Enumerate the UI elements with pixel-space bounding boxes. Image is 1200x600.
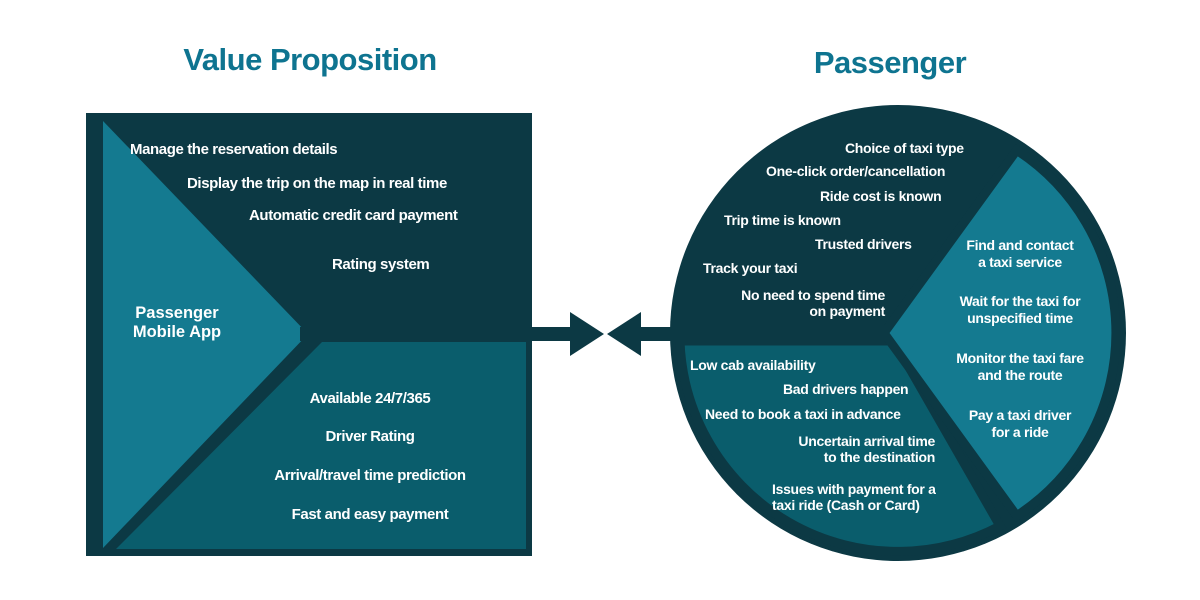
mobile-app-triangle xyxy=(103,121,308,548)
gain-item: Track your taxi xyxy=(703,260,798,276)
pains-wedge xyxy=(675,336,1007,556)
job-item: Wait for the taxi for unspecified time xyxy=(959,293,1081,326)
passenger-circle xyxy=(670,105,1126,561)
pain-item: Uncertain arrival time to the destinatio… xyxy=(798,433,935,465)
gain-item: Ride cost is known xyxy=(820,188,942,204)
vp-bottom-item: Driver Rating xyxy=(325,428,415,445)
vp-bottom-item: Arrival/travel time prediction xyxy=(274,467,466,484)
vp-top-item: Manage the reservation details xyxy=(130,141,338,158)
gain-item: Trip time is known xyxy=(724,212,841,228)
pain-item: Low cab availability xyxy=(690,357,816,373)
gain-item: Choice of taxi type xyxy=(845,140,964,156)
vp-top-item: Display the trip on the map in real time xyxy=(187,175,447,192)
left-arrow-shaft xyxy=(300,327,572,341)
left-title: Value Proposition xyxy=(183,42,437,77)
jobs-wedge xyxy=(878,144,1121,522)
vp-bottom-item: Fast and easy payment xyxy=(291,506,449,523)
mobile-app-label: Passenger Mobile App xyxy=(132,304,222,341)
job-item: Monitor the taxi fare and the route xyxy=(956,350,1084,383)
gain-item: Trusted drivers xyxy=(815,236,912,252)
circle-horizontal-divider xyxy=(670,327,885,341)
square-bottom-panel xyxy=(116,342,526,549)
pain-item: Bad drivers happen xyxy=(783,381,909,397)
job-item: Find and contact a taxi service xyxy=(966,237,1074,270)
vp-top-item: Rating system xyxy=(332,256,430,273)
left-pointing-arrowhead xyxy=(607,312,641,356)
pain-item: Issues with payment for a taxi ride (Cas… xyxy=(772,481,936,513)
right-pointing-arrowhead xyxy=(570,312,604,356)
gain-item: One-click order/cancellation xyxy=(766,163,946,179)
job-item: Pay a taxi driver for a ride xyxy=(968,407,1072,440)
right-title: Passenger xyxy=(813,45,967,80)
vp-bottom-item: Available 24/7/365 xyxy=(309,390,431,407)
gain-item: No need to spend time on payment xyxy=(741,287,885,319)
vp-top-item: Automatic credit card payment xyxy=(249,207,458,224)
pain-item: Need to book a taxi in advance xyxy=(705,406,901,422)
